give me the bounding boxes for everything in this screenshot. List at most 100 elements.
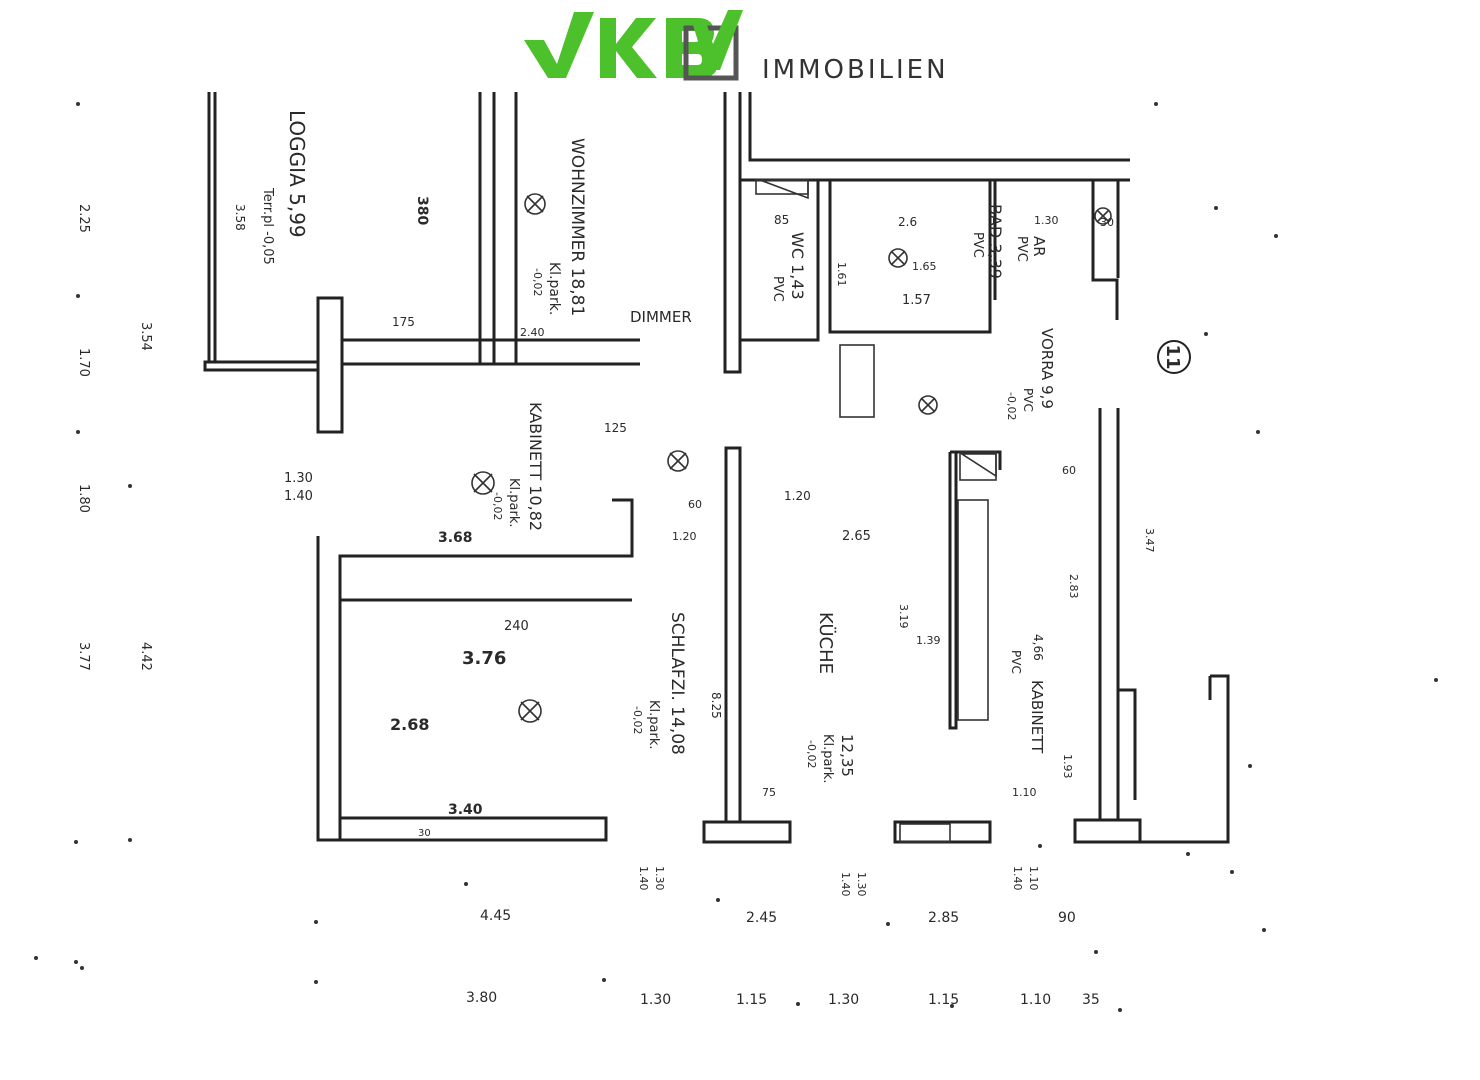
light-symbol-icon (524, 193, 546, 215)
dim-125: 125 (604, 421, 627, 435)
brand-frame (683, 25, 739, 81)
plan-dimensions: 380 3.58 175 2.40 125 1.30 1.40 3.68 240… (233, 196, 1156, 839)
room-kueche-floor: Kl.park. (820, 734, 835, 784)
bottom2-dim-4: 1.30 (828, 992, 859, 1008)
plan-fixtures (755, 179, 997, 843)
vkb-immobilien-logo: IMMOBILIEN (524, 10, 949, 85)
dim-30b: 30 (1100, 216, 1114, 229)
dim-347: 3.47 (1143, 528, 1156, 553)
bottom-small-4: 1.40 (839, 872, 852, 897)
room-kabinett-2-floor: PVC (1009, 650, 1023, 674)
room-wohnzimmer-floor: Kl.park. (546, 262, 562, 315)
dim-380: 380 (414, 196, 430, 225)
room-schlafzimmer-floor: Kl.park. (646, 700, 661, 750)
room-vorraum: VORRA 9,9 (1038, 328, 1056, 409)
left-dim-4: 1.80 (76, 484, 91, 513)
dim-376: 3.76 (462, 648, 506, 669)
light-symbols (471, 193, 1112, 723)
light-symbol-icon (518, 699, 542, 723)
bottom-dimensions: 4.45 2.45 2.85 90 3.80 1.30 1.15 1.30 1.… (466, 866, 1100, 1008)
bottom2-dim-1: 3.80 (466, 990, 497, 1006)
left-dim-2: 3.54 (138, 322, 153, 351)
light-symbol-icon (1094, 207, 1112, 225)
dim-240a: 2.40 (520, 326, 545, 339)
room-kueche-area: 12,35 (838, 734, 856, 777)
left-dim-5: 3.77 (76, 642, 91, 671)
left-dimensions: 2.25 3.54 1.70 1.80 3.77 4.42 (76, 204, 153, 671)
dim-120b: 1.20 (672, 530, 697, 543)
dim-157: 1.57 (902, 293, 931, 308)
left-dim-3: 1.70 (76, 348, 91, 377)
dim-60b: 60 (1062, 464, 1076, 477)
room-vorraum-floor: PVC (1021, 388, 1035, 412)
bottom-dim-3: 2.85 (928, 910, 959, 926)
dim-85: 85 (774, 213, 789, 227)
dim-268: 2.68 (390, 715, 429, 734)
dim-358: 3.58 (233, 204, 247, 231)
dim-110: 1.10 (1012, 786, 1037, 799)
bottom2-dim-6: 1.10 (1020, 992, 1051, 1008)
dim-120: 1.20 (784, 489, 811, 503)
brand-check-mark-icon (692, 10, 743, 70)
dim-139: 1.39 (916, 634, 941, 647)
dim-319: 3.19 (897, 604, 910, 629)
dim-30: 30 (418, 828, 431, 839)
bottom2-dim-3: 1.15 (736, 992, 767, 1008)
brand-suffix: IMMOBILIEN (762, 55, 949, 85)
room-wohnzimmer: WOHNZIMMER 18,81 (567, 138, 587, 316)
room-kabinett-1-level: -0,02 (491, 492, 504, 520)
bottom-small-3: 1.30 (855, 872, 868, 897)
dim-368: 3.68 (438, 530, 473, 546)
room-schlafzimmer: SCHLAFZI. 14,08 (667, 612, 687, 755)
bottom-small-6: 1.40 (1011, 866, 1024, 891)
dim-161: 1.61 (835, 262, 848, 287)
brand-letter-k (600, 18, 657, 78)
bottom-dim-1: 4.45 (480, 908, 511, 924)
unit-number: 11 (1162, 344, 1183, 369)
room-ar: AR (1030, 236, 1048, 257)
dim-130b: 1.30 (1034, 214, 1059, 227)
room-loggia-floor: Terr.pl -0,05 (260, 187, 275, 265)
light-symbol-icon (471, 471, 495, 495)
left-dim-6: 4.42 (138, 642, 153, 671)
dim-175: 175 (392, 315, 415, 329)
room-loggia: LOGGIA 5,99 (285, 110, 309, 238)
bottom-dim-4: 90 (1058, 910, 1076, 926)
bottom-small-2: 1.40 (637, 866, 650, 891)
bottom-small-5: 1.10 (1027, 866, 1040, 891)
room-wc: WC 1,43 (788, 232, 807, 300)
room-kabinett-2-area: 4,66 (1031, 634, 1045, 661)
room-vorraum-level: -0,02 (1005, 392, 1018, 420)
left-dim-1: 2.25 (76, 204, 91, 233)
dim-265: 2.65 (842, 529, 871, 544)
unit-number-circle (1157, 340, 1191, 374)
room-bad-floor: PVC (970, 232, 985, 258)
bottom-small-1: 1.30 (653, 866, 666, 891)
bottom2-dim-5: 1.15 (928, 992, 959, 1008)
dim-75: 75 (762, 786, 776, 799)
dimmer-label: DIMMER (630, 308, 692, 326)
dim-193: 1.93 (1061, 754, 1074, 779)
brand-check-icon (524, 12, 594, 78)
light-symbol-icon (888, 248, 908, 268)
bottom-dim-2: 2.45 (746, 910, 777, 926)
bottom2-dim-7: 35 (1082, 992, 1100, 1008)
room-kabinett-1: KABINETT 10,82 (526, 402, 545, 531)
room-wohnzimmer-level: -0,02 (531, 268, 544, 296)
dim-283: 2.83 (1067, 574, 1080, 599)
room-labels: LOGGIA 5,99 Terr.pl -0,05 WOHNZIMMER 18,… (260, 110, 1056, 784)
dim-240: 240 (504, 619, 529, 634)
scan-dots (34, 102, 1438, 1012)
bottom2-dim-2: 1.30 (640, 992, 671, 1008)
dim-340: 3.40 (448, 802, 483, 818)
room-bad: BAD 3,39 (986, 204, 1005, 279)
dim-825: 8.25 (709, 692, 723, 719)
light-symbol-icon (667, 450, 689, 472)
room-kabinett-1-floor: Kl.park. (506, 478, 521, 528)
dim-26: 2.6 (898, 215, 917, 229)
dim-165: 1.65 (912, 260, 937, 273)
plan-walls (203, 92, 1230, 844)
room-wc-floor: PVC (770, 276, 785, 302)
dim-140: 1.40 (284, 489, 313, 504)
room-ar-floor: PVC (1014, 236, 1029, 262)
